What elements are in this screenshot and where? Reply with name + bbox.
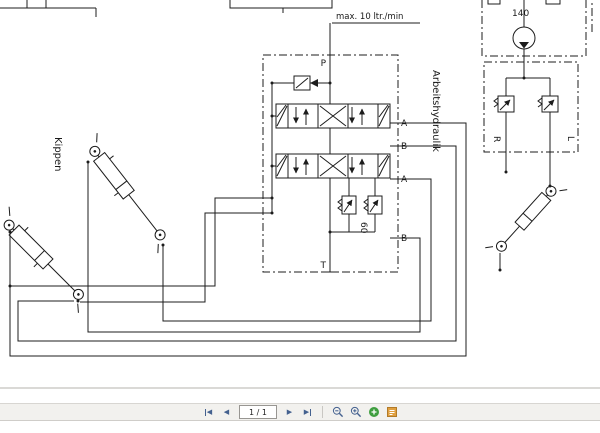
tilt-cylinder-lower — [3, 206, 84, 313]
side-l-label: L — [565, 136, 575, 141]
work-valve-block — [262, 54, 399, 273]
side-r-label: R — [491, 136, 501, 142]
pdf-viewer-toolbar: ◀ ◀ ▶ ▶ — [0, 403, 600, 421]
fit-page-button[interactable] — [384, 405, 399, 419]
port-a2-label: A — [401, 175, 408, 185]
tilt-section-label: Kippen — [52, 137, 63, 172]
work-hydraulics-label: Arbeitshydraulik — [430, 70, 441, 152]
axle-valve-circuit — [483, 61, 579, 270]
pump-circuit — [481, 0, 593, 78]
port-p-label: P — [321, 59, 327, 69]
prev-page-icon: ◀ — [223, 407, 230, 416]
port-b1-label: B — [401, 142, 407, 152]
zoom-in-icon — [350, 406, 361, 418]
zoom-in-button[interactable] — [348, 405, 363, 419]
dynamic-zoom-button[interactable] — [366, 405, 381, 419]
zoom-out-button[interactable] — [330, 405, 345, 419]
check-valve-icon — [310, 79, 318, 87]
first-page-button[interactable]: ◀ — [201, 405, 216, 419]
flow-note-label: max. 10 ltr./min — [336, 12, 403, 22]
hydraulic-schematic-canvas: max. 10 ltr./min 140 P T A B A B 60 R L … — [0, 0, 600, 389]
relief-pressure-label: 60 — [358, 222, 368, 234]
next-page-icon: ▶ — [286, 407, 293, 416]
port-t-label: T — [320, 261, 327, 271]
page-number-input[interactable] — [239, 405, 277, 419]
first-page-icon: ◀ — [204, 407, 213, 416]
pump-pressure-label: 140 — [512, 9, 529, 19]
pipe-network — [9, 122, 467, 357]
right-cylinder — [485, 185, 568, 252]
last-page-icon: ▶ — [303, 407, 312, 416]
port-b2-label: B — [401, 234, 407, 244]
dynamic-zoom-icon — [368, 407, 379, 417]
feed-block — [229, 0, 420, 57]
next-page-button[interactable]: ▶ — [282, 405, 297, 419]
zoom-out-icon — [332, 406, 343, 418]
toolbar-separator — [322, 406, 323, 418]
tilt-cylinder-upper — [89, 133, 166, 254]
fit-page-icon — [386, 407, 397, 417]
directional-valve-2-icon — [275, 153, 391, 179]
relief-valve-pair-icon — [330, 178, 383, 233]
top-left-circuit-fragment — [0, 0, 97, 17]
prev-page-button[interactable]: ◀ — [219, 405, 234, 419]
last-page-button[interactable]: ▶ — [300, 405, 315, 419]
junction-dots — [8, 76, 552, 303]
directional-valve-1-icon — [275, 103, 391, 129]
port-a1-label: A — [401, 119, 408, 129]
